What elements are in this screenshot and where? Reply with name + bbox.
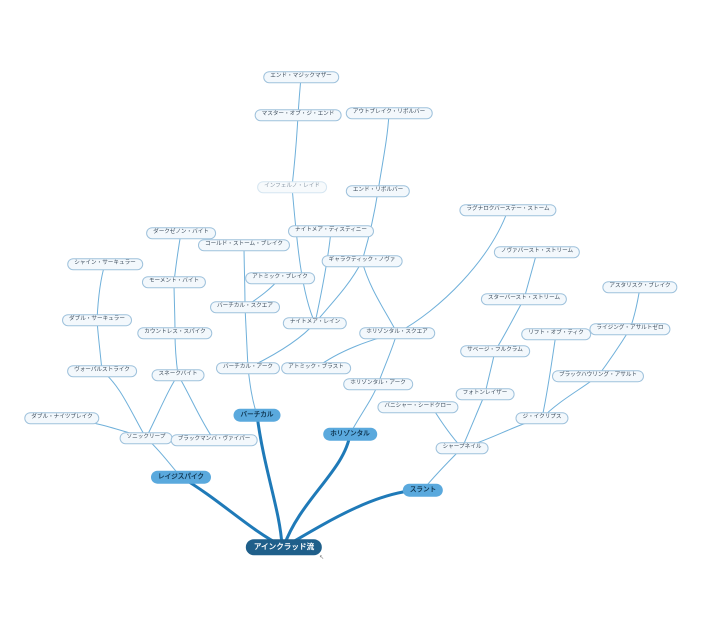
edge-moment: [173, 281, 176, 334]
node-starburst-stream[interactable]: スターバースト・ストリーム: [480, 293, 568, 305]
node-galactic-nova[interactable]: ギャラクティック・ノヴァ: [321, 255, 403, 267]
edge-rift: [541, 333, 557, 419]
edge-vertical-square: [244, 306, 249, 369]
edge-ragnarok: [396, 209, 509, 334]
edge-starburst: [494, 298, 525, 352]
trunk-horizontal: [282, 433, 352, 547]
node-moment-bite[interactable]: モーメント・バイト: [141, 276, 207, 288]
node-shine-circular[interactable]: シャイン・サーキュラー: [67, 258, 143, 270]
node-asterisk-break[interactable]: アスタリスク・ブレイク: [602, 281, 678, 293]
node-dark-zeno-bite[interactable]: ダークゼノン・バイト: [146, 227, 216, 239]
node-vertical-arc[interactable]: バーチカル・アーク: [215, 362, 281, 374]
node-black-howling-assault[interactable]: ブラックハウリング・アサルト: [551, 370, 645, 382]
node-end-magic-mother[interactable]: エンド・マジックマザー: [263, 71, 339, 83]
node-horizontal-square[interactable]: ホリゾンタル・スクエア: [359, 327, 435, 339]
edge-mamba-snake: [177, 374, 215, 441]
branch-horizontal[interactable]: ホリゾンタル: [323, 427, 377, 441]
trunk-vertical: [255, 414, 284, 547]
branch-vertical[interactable]: バーチカル: [233, 408, 281, 422]
mouse-cursor-icon: ↖: [319, 554, 325, 561]
node-cold-storm-break[interactable]: コールド・ストーム・ブレイク: [197, 239, 291, 251]
edge-double-circ: [96, 319, 103, 372]
branch-raise-spike[interactable]: レイジスパイク: [150, 470, 212, 484]
node-vorpal-strike[interactable]: ヴォーパルストライク: [67, 365, 137, 377]
node-inferno-raid[interactable]: インフェルノ・レイド: [257, 181, 327, 193]
node-the-eclipse[interactable]: ジ・イクリプス: [515, 412, 569, 424]
edge-galactic: [314, 260, 363, 324]
node-double-circular[interactable]: ダブル・サーキュラー: [62, 314, 132, 326]
node-nightmare-rain[interactable]: ナイトメア・レイン: [282, 317, 348, 329]
node-double-nineblade[interactable]: ダブル・ナイツブレイク: [24, 412, 100, 424]
node-black-mamba[interactable]: ブラックマンバ・ヴァイパー: [170, 434, 258, 446]
node-nightmare-destiny[interactable]: ナイトメア・ディスティニー: [288, 225, 374, 237]
edge-outbreak: [377, 112, 390, 192]
edge-vorpal: [101, 370, 147, 439]
node-horizontal-arc[interactable]: ホリゾンタル・アーク: [343, 378, 413, 390]
node-outbreak-revolver[interactable]: アウトブレイク・リボルバー: [345, 107, 433, 119]
edge-inferno: [291, 186, 316, 324]
edge-nm-destiny: [314, 230, 332, 324]
trunk-slant: [285, 488, 424, 548]
node-vertical-square[interactable]: バーチカル・スクエア: [210, 301, 280, 313]
edge-shine: [96, 263, 106, 321]
node-rising-assault-zero[interactable]: ライジング・アサルトゼロ: [589, 323, 671, 335]
node-master-of-the-end[interactable]: マスター・オブ・ジ・エンド: [254, 109, 342, 121]
edge-hz-square: [377, 332, 398, 385]
node-vanisher-sheed-claw[interactable]: バニシャー・シードクロー: [377, 401, 459, 413]
edge-galactic2: [361, 260, 398, 334]
branch-slant[interactable]: スラント: [402, 483, 444, 497]
node-atomic-blast[interactable]: アトミック・ブラスト: [281, 362, 351, 374]
edge-master: [291, 114, 299, 188]
node-snake-bite[interactable]: スネークバイト: [151, 369, 205, 381]
edge-photon: [461, 393, 486, 449]
edge-dark: [173, 232, 182, 283]
node-atomic-break[interactable]: アトミック・ブレイク: [245, 272, 315, 284]
node-countless-spike[interactable]: カウントレス・スパイク: [137, 327, 213, 339]
edge-snake: [145, 374, 179, 439]
node-nova-burst-stream[interactable]: ノヴァバースト・ストリーム: [493, 246, 581, 258]
node-sharp-nail[interactable]: シャープネイル: [435, 442, 489, 454]
trunk-raise: [180, 475, 283, 548]
node-ragnarok-burst-storm[interactable]: ラグナロクバーステー・ストーム: [459, 204, 557, 216]
edge-rising: [597, 328, 631, 377]
node-rift-of-tic[interactable]: リフト・オブ・ティク: [521, 328, 591, 340]
node-sonic-leap[interactable]: ソニックリープ: [119, 432, 173, 444]
node-savage-fulcrum[interactable]: サベージ・フルクラム: [460, 345, 530, 357]
node-photon-razor[interactable]: フォトンレイザー: [455, 388, 515, 400]
edge-nova: [523, 251, 538, 300]
node-end-revolver[interactable]: エンド・リボルバー: [345, 185, 411, 197]
root-node[interactable]: アインクラッド流: [245, 539, 323, 555]
edge-hz-arc: [349, 383, 379, 435]
